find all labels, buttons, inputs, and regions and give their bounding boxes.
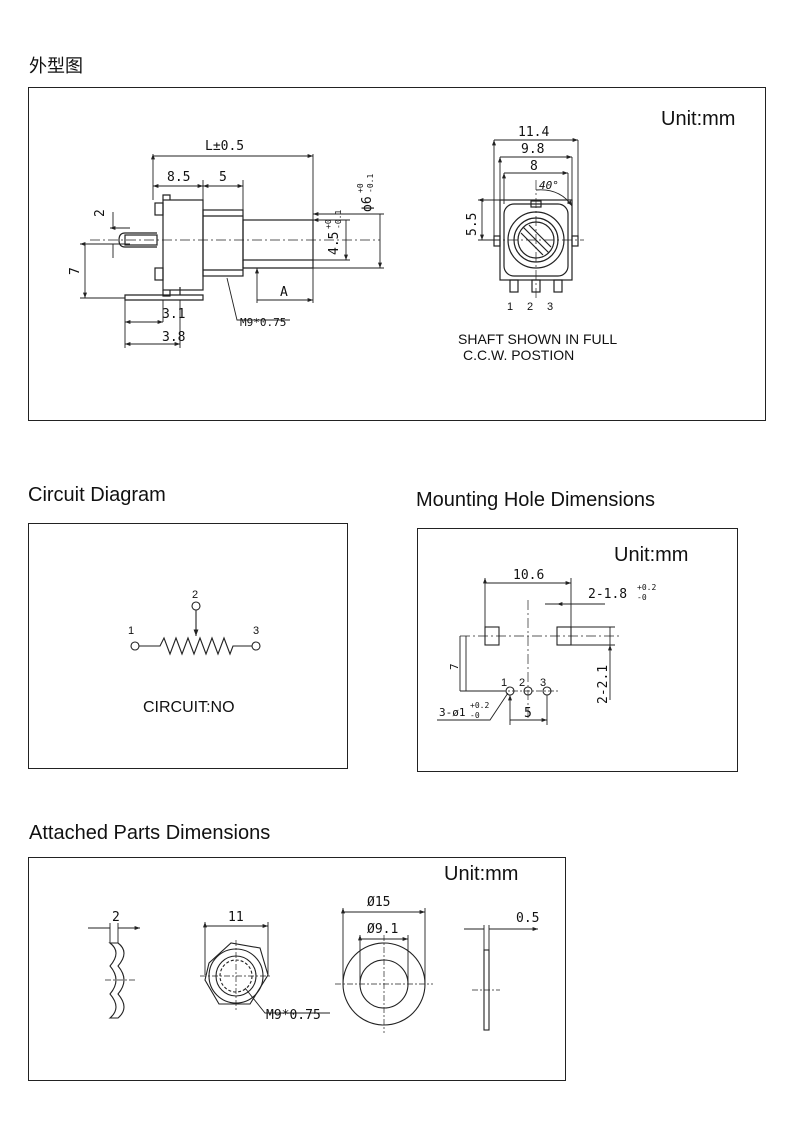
front-view [490,180,584,300]
circuit-pin-3: 3 [253,625,259,637]
note-line-1: SHAFT SHOWN IN FULL [458,331,617,347]
dim-shaft-dia: ϕ6 [360,196,375,212]
note-line-2: C.C.W. POSTION [463,347,574,363]
dim-5: 5 [219,170,227,185]
dim-nut-width: 11 [228,910,244,925]
side-dimension-lines [80,154,384,348]
circuit-pin-2: 2 [192,589,198,601]
dim-2-2-1: 2-2.1 [596,665,611,704]
terminal-2 [191,601,201,611]
dim-washer-thickness: 0.5 [516,911,539,926]
dim-10-6: 10.6 [513,568,544,583]
dim-3-1: 3.1 [162,307,185,322]
dim-5-5: 5.5 [465,213,480,236]
dim-2: 2 [93,209,108,217]
mount-pin-3: 3 [540,677,546,689]
dim-shaft-flat-tol-up: +0 [324,219,333,229]
dim-hole-tol-up: +0.2 [470,701,489,710]
mounting-panel [417,528,738,772]
body-outline [162,199,204,291]
circuit-label: CIRCUIT:NO [143,699,235,716]
dim-slot-tol-low: -0 [637,593,647,602]
mount-pin-2: 2 [519,677,525,689]
bushing [202,209,244,277]
dim-washer-id: Ø9.1 [367,922,398,937]
dim-shaft-dia-tol-low: -0.1 [366,174,375,193]
dim-hole-tol-low: -0 [470,711,480,720]
dim-hole: 3-ø1 [439,706,466,719]
dim-length: L±0.5 [205,139,244,154]
dim-slot: 2-1.8 [588,587,627,602]
attached-unit: Unit:mm [444,863,518,885]
dim-8-5: 8.5 [167,170,190,185]
circuit-heading: Circuit Diagram [28,484,166,506]
mounting-heading: Mounting Hole Dimensions [416,489,656,511]
dim-slot-tol-up: +0.2 [637,583,656,592]
attached-heading: Attached Parts Dimensions [29,822,271,844]
dim-nut-thickness: 2 [112,910,120,925]
attached-panel [28,857,566,1081]
dim-angle: 40° [539,179,559,192]
washer-side-view [472,949,500,1031]
washer-front-view [335,935,433,1033]
dim-shaft-flat: 4.5 [327,232,342,255]
nut-thread-label: M9*0.75 [266,1008,321,1023]
terminal-bend [118,232,157,248]
mounting-dimension-lines [437,578,615,725]
front-pin-1: 1 [507,301,513,313]
outline-unit: Unit:mm [661,108,735,130]
dim-washer-od: Ø15 [367,895,390,910]
dim-a: A [280,285,288,300]
dim-9-8: 9.8 [521,142,544,157]
circuit-panel [28,523,348,769]
dim-8: 8 [530,159,538,174]
circuit-pin-1: 1 [128,625,134,637]
resistor-zigzag [139,636,252,656]
terminal-3 [251,641,261,651]
outline-heading: 外型图 [29,56,83,77]
dim-3-8: 3.8 [162,330,185,345]
dim-7: 7 [68,267,83,275]
dim-shaft-flat-tol-low: -0.1 [334,210,343,229]
mounting-unit: Unit:mm [614,544,688,566]
front-pin-3: 3 [547,301,553,313]
hex-outline [204,942,269,1005]
dim-mount-7: 7 [448,663,461,670]
outline-panel [28,87,766,421]
side-view [90,194,380,301]
circuit-symbol [130,601,261,656]
dim-shaft-dia-tol-up: +0 [356,183,365,193]
mount-pin-1: 1 [501,677,507,689]
dim-11-4: 11.4 [518,125,549,140]
front-pin-2: 2 [527,301,533,313]
nut-side-view [105,942,135,1019]
side-thread-label: M9*0.75 [240,316,286,329]
front-dimension-lines [478,140,578,240]
dim-mount-5: 5 [524,706,532,721]
terminal-1 [130,641,140,651]
nut-front-view [200,940,272,1012]
